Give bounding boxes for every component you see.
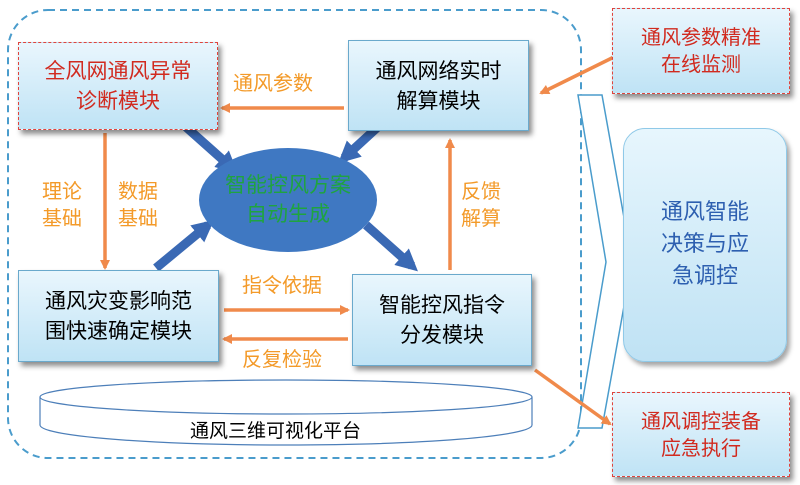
label-command-basis: 指令依据 <box>242 273 322 297</box>
command-dispatch-label: 智能控风指令 分发模块 <box>379 293 505 347</box>
blue-arrow-br <box>363 221 418 272</box>
online-monitoring-label: 通风参数精准 在线监测 <box>641 25 761 76</box>
online-monitoring-box: 通风参数精准 在线监测 <box>612 8 790 94</box>
decision-control-box: 通风智能 决策与应 急调控 <box>623 128 787 362</box>
blue-arrow-tl <box>183 123 238 174</box>
anomaly-diagnosis-module: 全风网通风异常 诊断模块 <box>18 42 218 130</box>
disaster-range-module: 通风灾变影响范 围快速确定模块 <box>18 270 219 362</box>
label-ventilation-params: 通风参数 <box>233 71 313 95</box>
label-theory-basis: 理论 基础 <box>42 179 82 230</box>
disaster-range-label: 通风灾变影响范 围快速确定模块 <box>45 289 192 343</box>
realtime-solver-label: 通风网络实时 解算模块 <box>375 58 502 113</box>
label-repeated-check: 反复检验 <box>242 347 322 371</box>
main-dashed-frame <box>7 9 582 459</box>
center-ellipse <box>199 148 377 252</box>
blue-arrow-bl <box>153 219 215 272</box>
center-ellipse-label: 智能控风方案 自动生成 <box>225 173 351 226</box>
realtime-solver-module: 通风网络实时 解算模块 <box>348 40 529 131</box>
flow-chevron-arrow <box>577 94 633 429</box>
decision-control-label: 通风智能 决策与应 急调控 <box>660 200 749 289</box>
arrow-monitoring-in <box>539 54 617 95</box>
emergency-execution-label: 通风调控装备 应急执行 <box>641 408 761 460</box>
label-feedback-solve: 反馈 解算 <box>461 179 501 230</box>
command-dispatch-module: 智能控风指令 分发模块 <box>352 274 532 366</box>
platform-disc-top <box>39 379 533 415</box>
emergency-execution-box: 通风调控装备 应急执行 <box>612 392 790 477</box>
anomaly-diagnosis-label: 全风网通风异常 诊断模块 <box>44 59 192 113</box>
arrow-execution-out <box>533 368 612 426</box>
platform-label: 通风三维可视化平台 <box>190 420 362 442</box>
label-data-basis: 数据 基础 <box>118 179 158 230</box>
